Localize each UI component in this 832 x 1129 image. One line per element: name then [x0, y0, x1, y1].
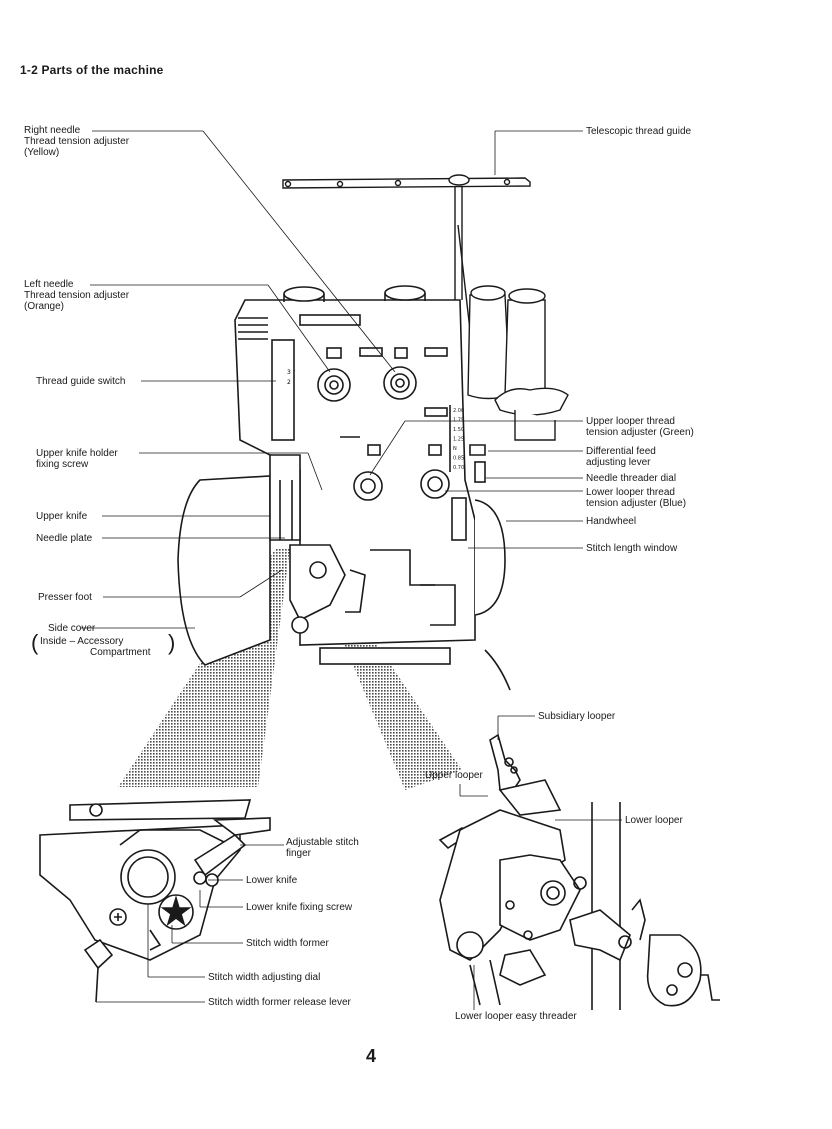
label-telescopic-thread-guide: Telescopic thread guide	[586, 126, 692, 137]
label-left-needle-tension: Left needle Thread tension adjuster (Ora…	[24, 279, 130, 312]
thread-cones-art	[467, 285, 569, 441]
stitch-scale-value: 2.00	[453, 408, 464, 414]
paren-open: (	[31, 630, 39, 655]
machine-body-art	[177, 285, 511, 691]
telescopic-thread-guide-art	[282, 174, 531, 331]
label-handwheel: Handwheel	[586, 516, 637, 527]
stitch-scale: 2.00 1.75 1.50 1.25N 0.85 0.70	[453, 408, 464, 471]
leader-lines	[80, 130, 622, 1010]
label-stitch-width-former: Stitch width former	[246, 938, 329, 949]
stitch-scale-value: 0.70	[453, 465, 464, 471]
label-upper-looper: Upper looper	[425, 770, 483, 781]
label-upper-knife-holder-screw: Upper knife holder fixing screw	[36, 448, 118, 470]
stitch-scale-value: 1.75	[453, 418, 464, 424]
label-presser-foot: Presser foot	[38, 592, 92, 603]
stitch-scale-value: N	[453, 446, 457, 452]
label-differential-feed: Differential feed adjusting lever	[586, 446, 656, 468]
label-stitch-width-former-release-lever: Stitch width former release lever	[208, 997, 351, 1008]
section-title: 1-2 Parts of the machine	[20, 63, 164, 77]
page-number: 4	[366, 1046, 377, 1066]
label-side-cover-inside: Inside – Accessory	[40, 636, 124, 647]
label-needle-threader-dial: Needle threader dial	[586, 473, 677, 484]
label-side-cover-compartment: Compartment	[90, 647, 151, 658]
label-stitch-width-adjusting-dial: Stitch width adjusting dial	[208, 972, 321, 983]
looper-detail-art	[438, 733, 720, 1010]
paren-close: )	[168, 630, 176, 655]
label-lower-knife-fixing-screw: Lower knife fixing screw	[246, 902, 353, 913]
label-lower-looper-easy-threader: Lower looper easy threader	[455, 1011, 577, 1022]
dial-mark: 2	[287, 379, 291, 386]
label-lower-looper: Lower looper	[625, 815, 683, 826]
label-subsidiary-looper: Subsidiary looper	[538, 711, 616, 722]
stitch-scale-value: 0.85	[453, 456, 464, 462]
label-right-needle-tension: Right needle Thread tension adjuster (Ye…	[24, 125, 130, 158]
label-needle-plate: Needle plate	[36, 533, 93, 544]
stitch-scale-value: 1.50	[453, 427, 464, 433]
knife-detail-art	[39, 799, 271, 1003]
label-lower-knife: Lower knife	[246, 875, 298, 886]
label-adjustable-stitch-finger: Adjustable stitch finger	[286, 837, 359, 859]
dial-mark: 3	[287, 369, 291, 376]
label-stitch-length-window: Stitch length window	[586, 543, 678, 554]
label-upper-looper-tension: Upper looper thread tension adjuster (Gr…	[586, 416, 694, 438]
label-thread-guide-switch: Thread guide switch	[36, 376, 126, 387]
label-side-cover: Side cover	[48, 623, 96, 634]
stitch-scale-value: 1.25	[453, 437, 464, 443]
label-upper-knife: Upper knife	[36, 511, 88, 522]
label-lower-looper-tension: Lower looper thread tension adjuster (Bl…	[586, 487, 687, 509]
